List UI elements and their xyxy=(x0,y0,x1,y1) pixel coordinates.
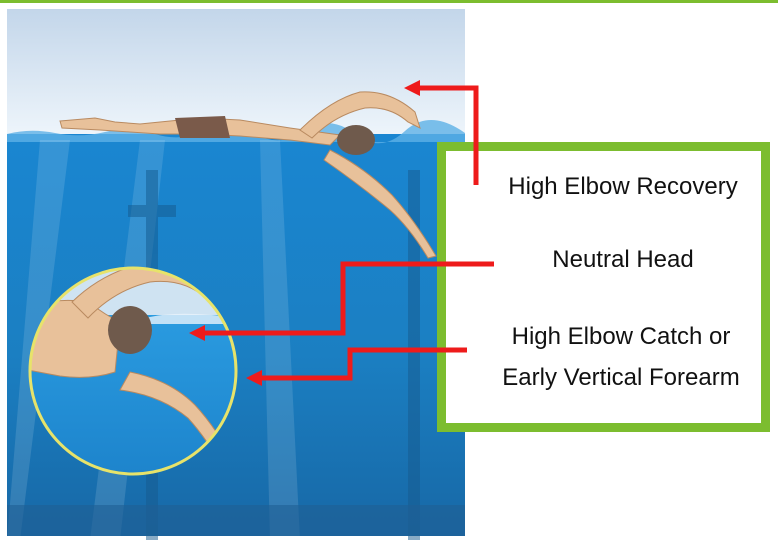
arrow-icon xyxy=(189,80,494,386)
label-neutral-head: Neutral Head xyxy=(498,245,748,275)
arrow-catch-head xyxy=(246,370,262,386)
arrow-catch-connector xyxy=(262,350,467,378)
arrow-recovery-connector xyxy=(420,88,476,185)
arrow-head-head xyxy=(189,325,205,341)
label-early-vertical-forearm-line2: Early Vertical Forearm xyxy=(476,363,766,393)
label-high-elbow-recovery: High Elbow Recovery xyxy=(498,172,748,202)
label-high-elbow-catch-line1: High Elbow Catch or xyxy=(476,322,766,352)
arrow-head-connector xyxy=(205,264,494,333)
arrow-recovery-head xyxy=(404,80,420,96)
